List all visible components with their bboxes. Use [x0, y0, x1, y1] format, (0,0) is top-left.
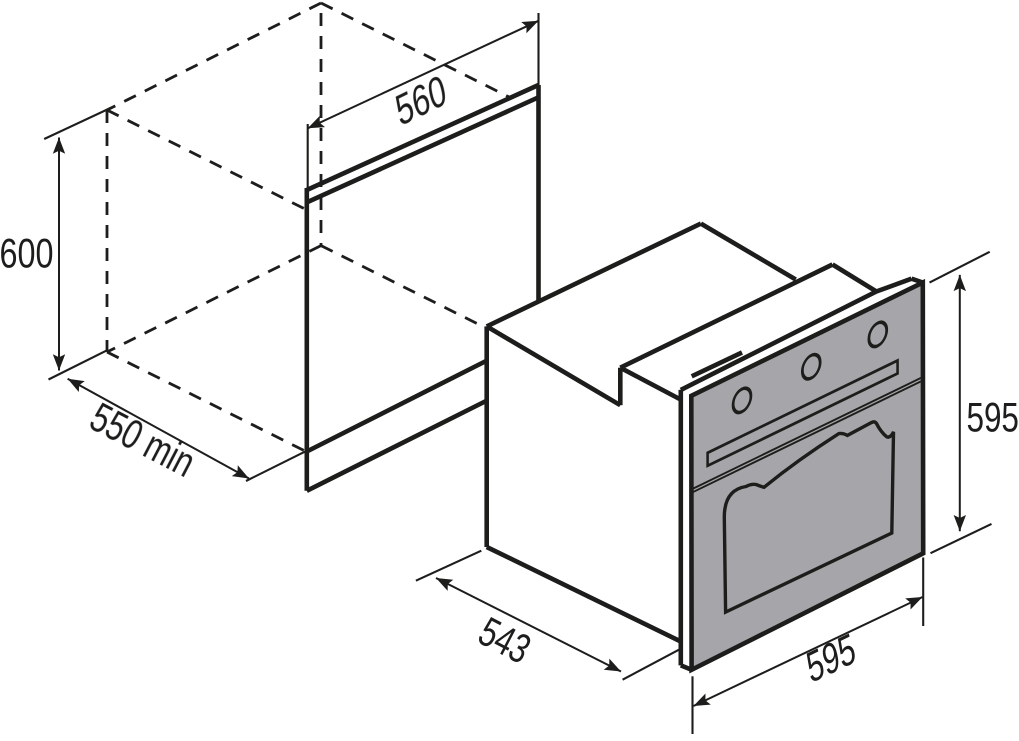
svg-text:595: 595 — [966, 393, 1019, 440]
svg-text:600: 600 — [0, 230, 54, 277]
